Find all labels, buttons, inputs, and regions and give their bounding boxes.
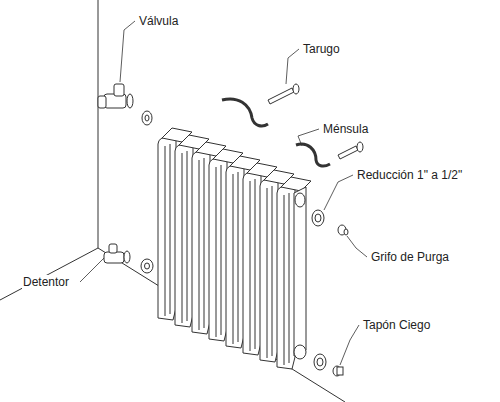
- part-label: Tapón Ciego: [362, 318, 431, 332]
- radiator-sections: [158, 128, 311, 369]
- section-face: [250, 179, 255, 351]
- part-label: Tarugo: [302, 42, 341, 56]
- detentor-coupling: [141, 259, 153, 273]
- valve-coupling: [142, 111, 152, 125]
- section-face: [216, 165, 221, 337]
- bracket: [222, 99, 268, 126]
- blind-plug: [314, 354, 343, 376]
- radiator-section: [226, 160, 244, 348]
- part-label: Ménsula: [322, 122, 369, 136]
- radiator-end: [294, 187, 306, 356]
- section-face: [199, 158, 204, 330]
- section-face: [233, 172, 238, 344]
- floor-line: [0, 248, 98, 300]
- section-face: [267, 186, 272, 358]
- bracket: [296, 144, 330, 166]
- detentor: [104, 244, 153, 273]
- part-label: Reducción 1" a 1/2": [356, 168, 463, 182]
- top-port: [295, 193, 305, 207]
- section-face: [165, 144, 170, 316]
- radiator-section: [277, 181, 295, 369]
- leader-lines: [80, 21, 367, 365]
- radiator-section: [158, 132, 176, 320]
- part-label: Grifo de Purga: [370, 250, 450, 264]
- radiator-section: [192, 146, 210, 334]
- wall-corner: [98, 0, 99, 248]
- part-label: Válvula: [138, 14, 179, 28]
- reduction: [312, 210, 324, 226]
- radiator-section: [209, 153, 227, 341]
- bottom-port: [294, 345, 306, 359]
- radiator-section: [175, 139, 193, 327]
- radiator-section: [260, 174, 278, 362]
- bleed-valve: [338, 225, 348, 235]
- section-face: [182, 151, 187, 323]
- section-face: [284, 193, 289, 365]
- valve: [98, 84, 152, 125]
- part-label: Detentor: [22, 275, 70, 289]
- radiator-section: [243, 167, 261, 355]
